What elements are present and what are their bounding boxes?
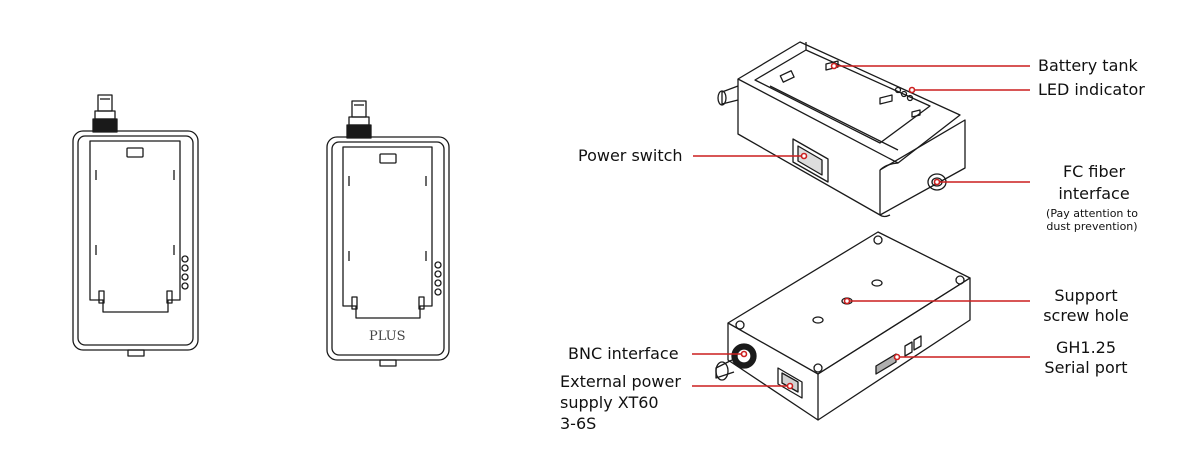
callout-gh125-line1: GH1.25 [1055, 338, 1117, 357]
marker-battery-tank [830, 62, 838, 70]
callout-fc-fiber-note2: dust prevention) [1046, 220, 1138, 233]
callout-support-screw-line2: screw hole [1043, 306, 1129, 325]
plus-label: PLUS [369, 329, 406, 344]
callout-battery-tank: Battery tank [1038, 56, 1138, 75]
marker-led-indicator [908, 86, 916, 94]
callout-bnc-interface: BNC interface [568, 344, 679, 363]
callout-fc-fiber-note1: (Pay attention to [1046, 207, 1138, 220]
marker-gh125 [893, 353, 901, 361]
callout-led-indicator: LED indicator [1038, 80, 1145, 99]
callout-fc-fiber-line2: interface [1058, 184, 1130, 203]
callout-gh125-line2: Serial port [1044, 358, 1128, 377]
callout-ext-power-line3: 3-6S [560, 414, 597, 433]
callout-support-screw-line1: Support [1054, 286, 1118, 305]
front-view-plus [326, 100, 450, 367]
callout-ext-power-line2: supply XT60 [560, 393, 659, 412]
isometric-bottom-view [715, 231, 971, 421]
marker-support-screw [843, 297, 851, 305]
marker-bnc [740, 350, 748, 358]
marker-xt60 [786, 382, 794, 390]
front-view-standard [72, 94, 199, 357]
callout-fc-fiber-line1: FC fiber [1062, 162, 1126, 181]
callout-markers [740, 62, 941, 390]
callout-power-switch: Power switch [578, 146, 683, 165]
isometric-top-view [717, 41, 966, 218]
callout-leaders [692, 65, 1030, 387]
callout-ext-power-line1: External power [560, 372, 681, 391]
marker-power-switch [800, 152, 808, 160]
marker-fc-fiber [933, 178, 941, 186]
